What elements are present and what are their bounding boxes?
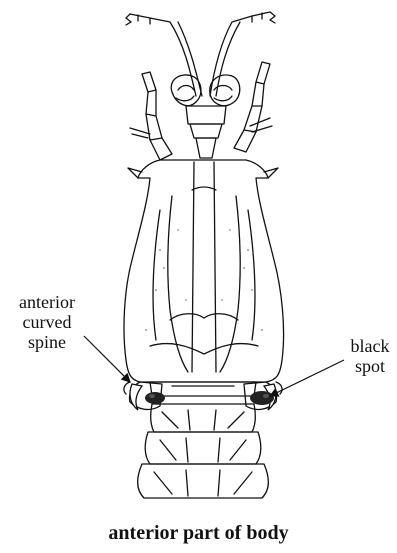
label-anterior-curved-spine-line-2: curved — [4, 312, 90, 332]
black-spot-left — [145, 392, 165, 404]
thoracic-band — [150, 382, 256, 396]
eye-right — [210, 75, 240, 106]
label-black-spot: black spot — [344, 336, 396, 376]
abdominal-segment-2 — [145, 432, 261, 464]
label-anterior-curved-spine-line-3: spine — [4, 332, 90, 352]
rostral-plate — [186, 106, 226, 158]
black-spot-right — [250, 391, 274, 405]
abdominal-segment-1 — [151, 404, 256, 432]
abdominal-segment-3 — [138, 464, 269, 498]
carapace — [124, 160, 284, 382]
label-anterior-curved-spine-line-1: anterior — [4, 292, 90, 312]
antenna-right — [210, 12, 275, 96]
label-black-spot-line-1: black — [344, 336, 396, 356]
antenna-left — [126, 14, 202, 96]
arrow-anterior-curved-spine — [84, 336, 130, 382]
label-anterior-curved-spine: anterior curved spine — [4, 292, 90, 352]
stipple-shading — [145, 229, 263, 331]
eye-left — [171, 75, 201, 106]
figure-caption: anterior part of body — [0, 521, 397, 545]
anterior-curved-spine-left — [130, 384, 142, 410]
antennule-right — [234, 62, 272, 152]
label-black-spot-line-2: spot — [344, 356, 396, 376]
antennule-left — [130, 72, 172, 160]
